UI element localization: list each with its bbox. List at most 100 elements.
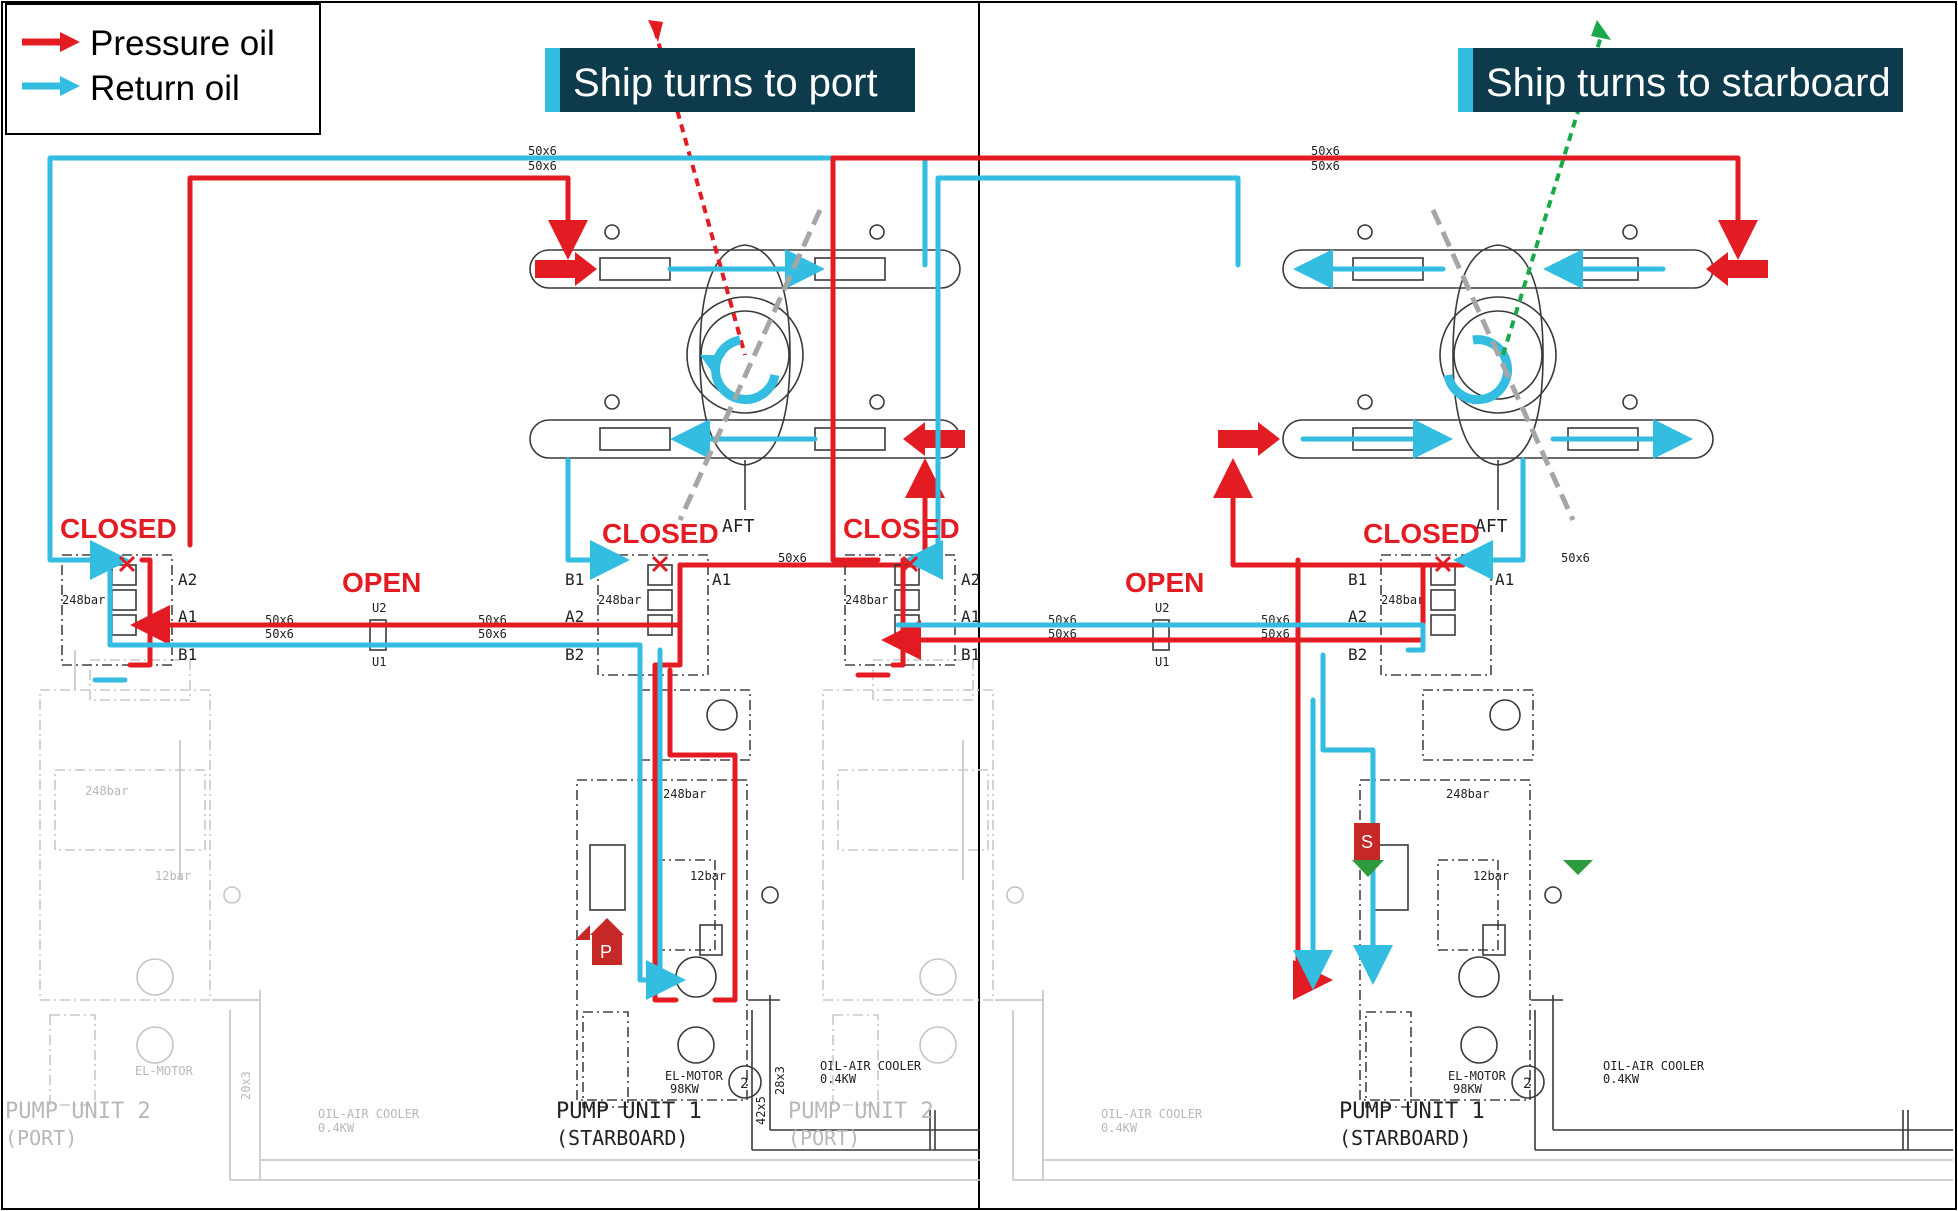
stbd-pipe-label-right: 50x6 [1561, 551, 1590, 565]
port-a2-right: A2 [565, 607, 584, 626]
valve-block-starboard: 248bar B1 A2 B2 A1 [565, 554, 731, 676]
status-closed-left-stbd: CLOSED [843, 513, 960, 544]
pump-unit-2-faint-stbd: PUMP UNIT 2 (PORT) OIL-AIR COOLER 0.4KW [788, 659, 1953, 1181]
stbd-port-b1-right: B1 [1348, 570, 1367, 589]
pressure-flow-stbd [830, 155, 1768, 1000]
port-b1-right: B1 [565, 570, 584, 589]
pump-unit-2-cooler-power: 0.4KW [318, 1121, 355, 1135]
stbd-port-b1-left: B1 [961, 645, 980, 664]
pump-unit-2-faint: PUMP UNIT 2 (PORT) EL-MOTOR OIL-AIR COOL… [5, 650, 980, 1181]
banner-stbd-text: Ship turns to starboard [1486, 61, 1891, 105]
stbd-pump-unit-2-cooler: OIL-AIR COOLER [1101, 1107, 1203, 1121]
pipe-label-top-a: 50x6 [528, 144, 557, 158]
stbd-pump-unit-1-label: PUMP UNIT 1 [1339, 1099, 1485, 1124]
pump-unit-2-label: PUMP UNIT 2 [5, 1099, 151, 1124]
stbd-pump-unit-1-pilot: 12bar [1473, 869, 1509, 883]
pipe-label-28x3: 28x3 [773, 1066, 787, 1095]
rudder-actuator-stbd: AFT [1282, 224, 1714, 537]
pump-unit-1-stbd: 248bar 12bar EL-MOTOR 98KW 2 OIL-AIR COO… [1339, 689, 1953, 1151]
stbd-pump-unit-2-cooler-power: 0.4KW [1101, 1121, 1138, 1135]
stbd-valve-block-port-relief: 248bar [845, 593, 888, 607]
stbd-port-a1-right: A1 [1495, 570, 1514, 589]
pump-unit-2-motor: EL-MOTOR [135, 1064, 194, 1078]
stbd-port-a2-left: A2 [961, 570, 980, 589]
stbd-port-b2-right: B2 [1348, 645, 1367, 664]
pump-unit-1-number: 2 [740, 1076, 748, 1092]
pipe-label-42x5: 42x5 [754, 1096, 768, 1125]
stbd-pump-unit-1-relief: 248bar [1446, 787, 1489, 801]
stbd-pipe-label-top-b: 50x6 [1311, 159, 1340, 173]
pump-unit-1-side: (STARBOARD) [556, 1126, 688, 1150]
return-oil-legend-arrow [22, 76, 80, 96]
pump-active-marker-label-port: P [600, 942, 612, 962]
pump-active-marker-port: P [575, 918, 624, 965]
banner-port: Ship turns to port [545, 48, 915, 112]
pump-unit-1-cooler-power: 0.4KW [820, 1072, 857, 1086]
banner-port-text: Ship turns to port [573, 61, 878, 105]
pump-active-marker-label-stbd: S [1361, 832, 1373, 852]
pump-unit-1-relief: 248bar [663, 787, 706, 801]
status-closed-left-port: CLOSED [60, 513, 177, 544]
return-oil-label: Return oil [90, 69, 240, 108]
pump-unit-2-pilot: 12bar [155, 869, 191, 883]
valve-u2-label: U2 [372, 601, 386, 615]
pump-active-marker-stbd: S [1352, 823, 1593, 877]
pump-unit-1-pilot: 12bar [690, 869, 726, 883]
stbd-pump-unit-1-motor-power: 98KW [1453, 1082, 1483, 1096]
pressure-oil-label: Pressure oil [90, 24, 275, 63]
panel-port: PUMP UNIT 2 (PORT) EL-MOTOR OIL-AIR COOL… [5, 20, 980, 1181]
stbd-pump-unit-1-number: 2 [1523, 1076, 1531, 1092]
pressure-oil-legend-arrow [22, 32, 80, 52]
stbd-valve-block-stbd-relief: 248bar [1381, 593, 1424, 607]
stbd-pump-unit-1-side: (STARBOARD) [1339, 1126, 1471, 1150]
status-closed-right-stbd: CLOSED [1363, 518, 1480, 549]
crossover-valves: U2 U1 50x6 50x6 50x6 50x6 50x6 50x6 50x6 [265, 144, 807, 669]
pump-unit-2-side: (PORT) [5, 1126, 77, 1150]
status-open-port: OPEN [342, 567, 421, 598]
valve-block-stbd-relief: 248bar [598, 593, 641, 607]
pipe-label-top-b: 50x6 [528, 159, 557, 173]
closed-valve-x-left-stbd [901, 555, 919, 573]
pipe-label-20x3: 20x3 [239, 1071, 253, 1100]
status-open-stbd: OPEN [1125, 567, 1204, 598]
return-flow-stbd [895, 20, 1693, 990]
port-a1-left: A1 [178, 607, 197, 626]
aft-label-stbd: AFT [1475, 516, 1508, 537]
rudder-actuator-port: AFT [529, 224, 961, 537]
stbd-pump-unit-1-motor: EL-MOTOR [1448, 1069, 1507, 1083]
stbd-valve-block-port: 248bar A2 A1 B1 [844, 554, 980, 666]
panel-starboard: PUMP UNIT 2 (PORT) OIL-AIR COOLER 0.4KW … [788, 20, 1953, 1181]
closed-valve-x-left [118, 555, 136, 573]
pump-unit-1-port: 248bar 12bar EL-MOTOR 98KW 2 OIL-AIR COO… [239, 689, 980, 1151]
valve-u1-label: U1 [372, 655, 386, 669]
pump-unit-2-cooler: OIL-AIR COOLER [318, 1107, 420, 1121]
stbd-pump-unit-2-label: PUMP UNIT 2 [788, 1099, 934, 1124]
aft-label-port: AFT [722, 516, 755, 537]
stbd-valve-u1-label: U1 [1155, 655, 1169, 669]
stbd-pipe-label-top-a: 50x6 [1311, 144, 1340, 158]
pump-unit-1-label: PUMP UNIT 1 [556, 1099, 702, 1124]
port-a1-right: A1 [712, 570, 731, 589]
stbd-pump-unit-2-side: (PORT) [788, 1126, 860, 1150]
legend: Pressure oil Return oil [5, 3, 321, 135]
stbd-valve-block-starboard: 248bar B1 A2 B2 A1 [1348, 554, 1514, 676]
pipe-label-d: 50x6 [478, 627, 507, 641]
stbd-port-a2-right: A2 [1348, 607, 1367, 626]
stbd-pump-unit-1-cooler-power: 0.4KW [1603, 1072, 1640, 1086]
stbd-port-a1-left: A1 [961, 607, 980, 626]
pipe-label-b: 50x6 [265, 627, 294, 641]
right-panel-frame [978, 1, 1957, 1210]
pump-unit-2-relief: 248bar [85, 784, 128, 798]
pump-unit-1-motor: EL-MOTOR [665, 1069, 724, 1083]
port-b1-left: B1 [178, 645, 197, 664]
stbd-valve-u2-label: U2 [1155, 601, 1169, 615]
pipe-label-right: 50x6 [778, 551, 807, 565]
status-closed-right-port: CLOSED [602, 518, 719, 549]
return-flow-port [47, 155, 928, 1000]
pump-unit-1-motor-power: 98KW [670, 1082, 700, 1096]
closed-valve-x-right-stbd [1434, 555, 1452, 573]
port-b2-right: B2 [565, 645, 584, 664]
port-a2-left: A2 [178, 570, 197, 589]
